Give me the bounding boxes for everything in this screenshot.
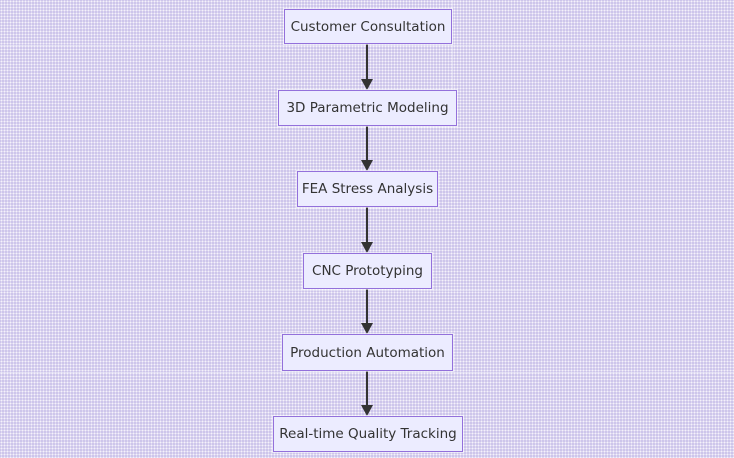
edge-fea-to-cnc — [366, 206, 368, 242]
arrowhead-icon — [361, 79, 373, 90]
node-label: 3D Parametric Modeling — [286, 100, 449, 116]
background-guide-line — [452, 0, 453, 90]
node-label: FEA Stress Analysis — [301, 181, 434, 197]
arrowhead-icon — [361, 405, 373, 416]
arrowhead-icon — [361, 323, 373, 334]
node-real-time-quality-tracking[interactable]: Real-time Quality Tracking — [273, 416, 463, 452]
arrowhead-icon — [361, 160, 373, 171]
node-cnc-prototyping[interactable]: CNC Prototyping — [303, 253, 432, 289]
edge-automation-to-quality — [366, 370, 368, 405]
edge-modeling-to-fea — [366, 125, 368, 160]
node-label: Production Automation — [290, 344, 445, 361]
node-label: CNC Prototyping — [312, 263, 423, 279]
node-label: Customer Consultation — [290, 18, 446, 35]
edge-consultation-to-modeling — [366, 43, 368, 79]
node-3d-parametric-modeling[interactable]: 3D Parametric Modeling — [278, 90, 457, 126]
node-customer-consultation[interactable]: Customer Consultation — [284, 9, 452, 44]
node-production-automation[interactable]: Production Automation — [282, 334, 453, 371]
edge-cnc-to-automation — [366, 288, 368, 323]
arrowhead-icon — [361, 242, 373, 253]
node-fea-stress-analysis[interactable]: FEA Stress Analysis — [297, 171, 438, 207]
node-label: Real-time Quality Tracking — [279, 426, 457, 442]
